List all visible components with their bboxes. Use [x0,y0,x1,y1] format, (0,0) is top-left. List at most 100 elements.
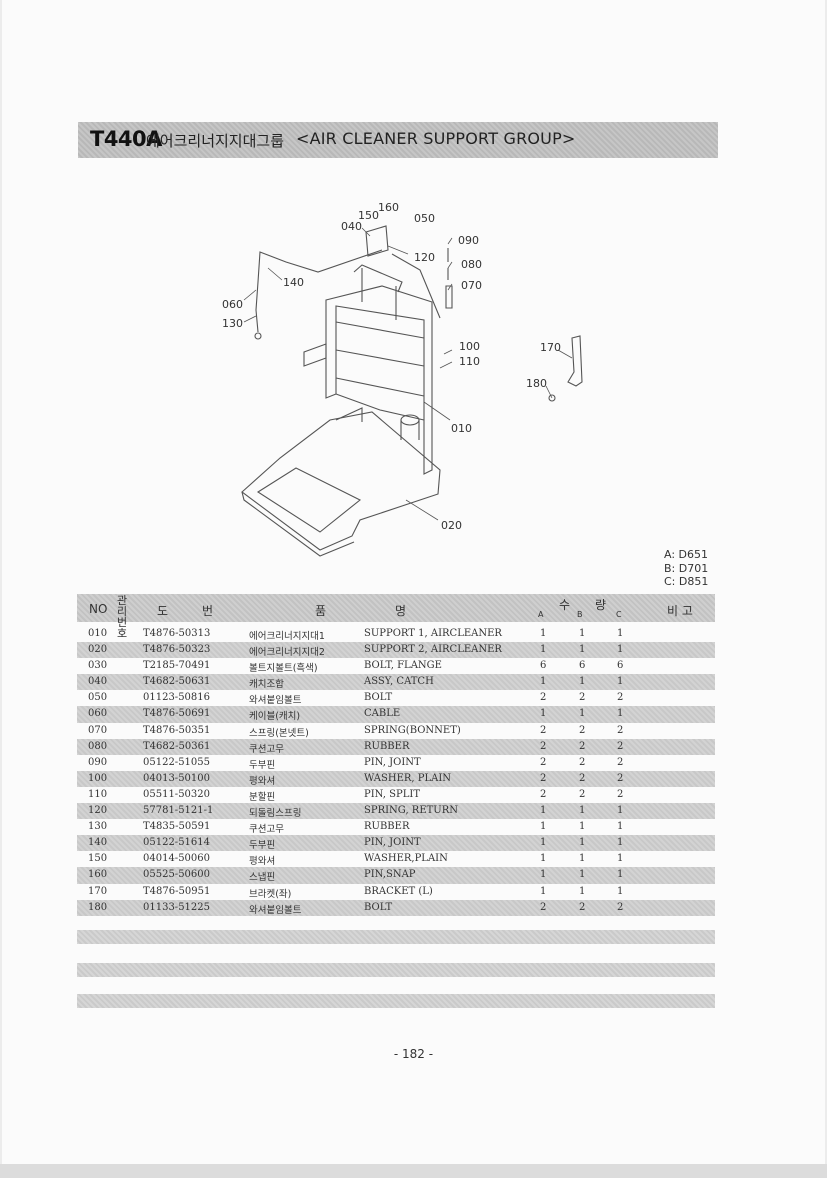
cell-qty-c: 2 [617,788,624,800]
cell-part-no: 57781-5121-1 [143,805,214,817]
cell-qty-c: 2 [617,756,624,768]
cell-qty-a: 2 [540,692,547,704]
cell-no: 080 [88,740,108,752]
cell-qty-a: 2 [540,724,547,736]
header-col-b: B [577,610,583,619]
section-title-bar [78,122,718,158]
cell-part-no: 01133-51225 [143,901,211,913]
cell-qty-b: 1 [579,628,586,639]
cell-qty-a: 2 [540,756,547,768]
cell-qty-c: 1 [617,805,624,817]
header-remark: 비 고 [667,604,693,618]
callout-label: 010 [451,422,472,435]
cell-qty-c: 1 [617,628,624,639]
cell-qty-c: 1 [617,708,624,720]
cell-qty-c: 2 [617,692,624,704]
cell-part-no: T4876-50351 [143,724,211,736]
cell-qty-a: 2 [540,740,547,752]
cell-qty-b: 1 [579,676,586,688]
release-cable [255,249,383,333]
cell-qty-a: 1 [540,837,547,849]
cell-part-no: T4835-50591 [143,821,211,833]
cell-qty-c: 1 [617,869,624,881]
cell-name-en: RUBBER [364,740,410,752]
cell-name-en: BOLT [364,901,393,913]
callout-label: 180 [526,377,547,390]
cell-name-kr: 브라켓(좌) [249,888,292,900]
cell-name-kr: 분할핀 [249,791,276,803]
cell-qty-b: 2 [579,692,586,704]
cell-no: 060 [88,708,108,720]
cell-qty-b: 1 [579,853,586,865]
callout-label: 110 [459,355,480,368]
cell-qty-b: 2 [579,724,586,736]
cell-name-kr: 쿠션고무 [249,743,284,755]
header-name-1: 품 [315,604,327,618]
cell-part-no: T4682-50631 [143,676,211,688]
cell-name-kr: 스냅핀 [249,872,276,884]
header-col-a: A [538,610,544,619]
cell-part-no: 05122-51614 [143,837,211,849]
cell-no: 100 [88,772,108,784]
cell-qty-a: 6 [540,660,547,672]
cell-qty-b: 1 [579,708,586,720]
header-col-c: C [616,610,622,619]
cell-qty-c: 1 [617,676,624,688]
callout-label: 160 [378,201,399,214]
cell-no: 150 [88,853,108,865]
cell-no: 110 [88,788,108,800]
cell-no: 050 [88,692,108,704]
cell-name-en: BOLT, FLANGE [364,660,442,672]
cell-qty-a: 1 [540,805,547,817]
cell-qty-a: 1 [540,885,547,897]
parts-table-header: NO 관리번호 도 번 품 명 수 량 A B C 비 고 [77,594,715,639]
cell-part-no: T4682-50361 [143,740,211,752]
cell-name-en: SPRING, RETURN [364,805,459,817]
cell-no: 040 [88,676,108,688]
cell-qty-b: 1 [579,805,586,817]
callout-label: 070 [461,279,482,292]
header-qty-2: 량 [595,598,607,612]
cell-no: 140 [88,837,108,849]
header-no: NO [89,602,108,616]
cell-qty-c: 2 [617,901,624,913]
cell-qty-c: 2 [617,772,624,784]
cell-qty-a: 1 [540,853,547,865]
cell-qty-b: 2 [579,740,586,752]
cell-qty-b: 2 [579,772,586,784]
cell-no: 170 [88,885,108,897]
cell-name-en: PIN, SPLIT [364,788,420,800]
cell-name-kr: 캐치조합 [249,679,284,691]
callout-label: 120 [414,251,435,264]
model-legend-b: B: D701 [664,561,709,575]
cell-name-kr: 와셔붙임볼트 [249,904,302,916]
callout-label: 050 [414,212,435,225]
cell-no: 030 [88,660,108,672]
cell-name-kr: 케이블(캐치) [249,711,301,723]
cell-part-no: T4876-50323 [143,644,211,656]
cell-name-kr: 에어크리너지지대1 [249,631,325,642]
callout-label: 020 [441,519,462,532]
cell-name-kr: 되돌림스프링 [249,808,302,820]
cell-part-no: T2185-70491 [143,660,211,672]
header-qty-1: 수 [559,598,571,612]
cell-name-en: CABLE [364,708,401,720]
callout-label: 090 [458,234,479,247]
cell-part-no: 01123-50816 [143,692,211,704]
cell-qty-a: 1 [540,628,547,639]
base-plate-cutout [256,467,362,533]
cell-name-en: PIN, JOINT [364,837,421,849]
cell-name-en: PIN,SNAP [364,869,416,881]
callout-label: 040 [341,220,362,233]
